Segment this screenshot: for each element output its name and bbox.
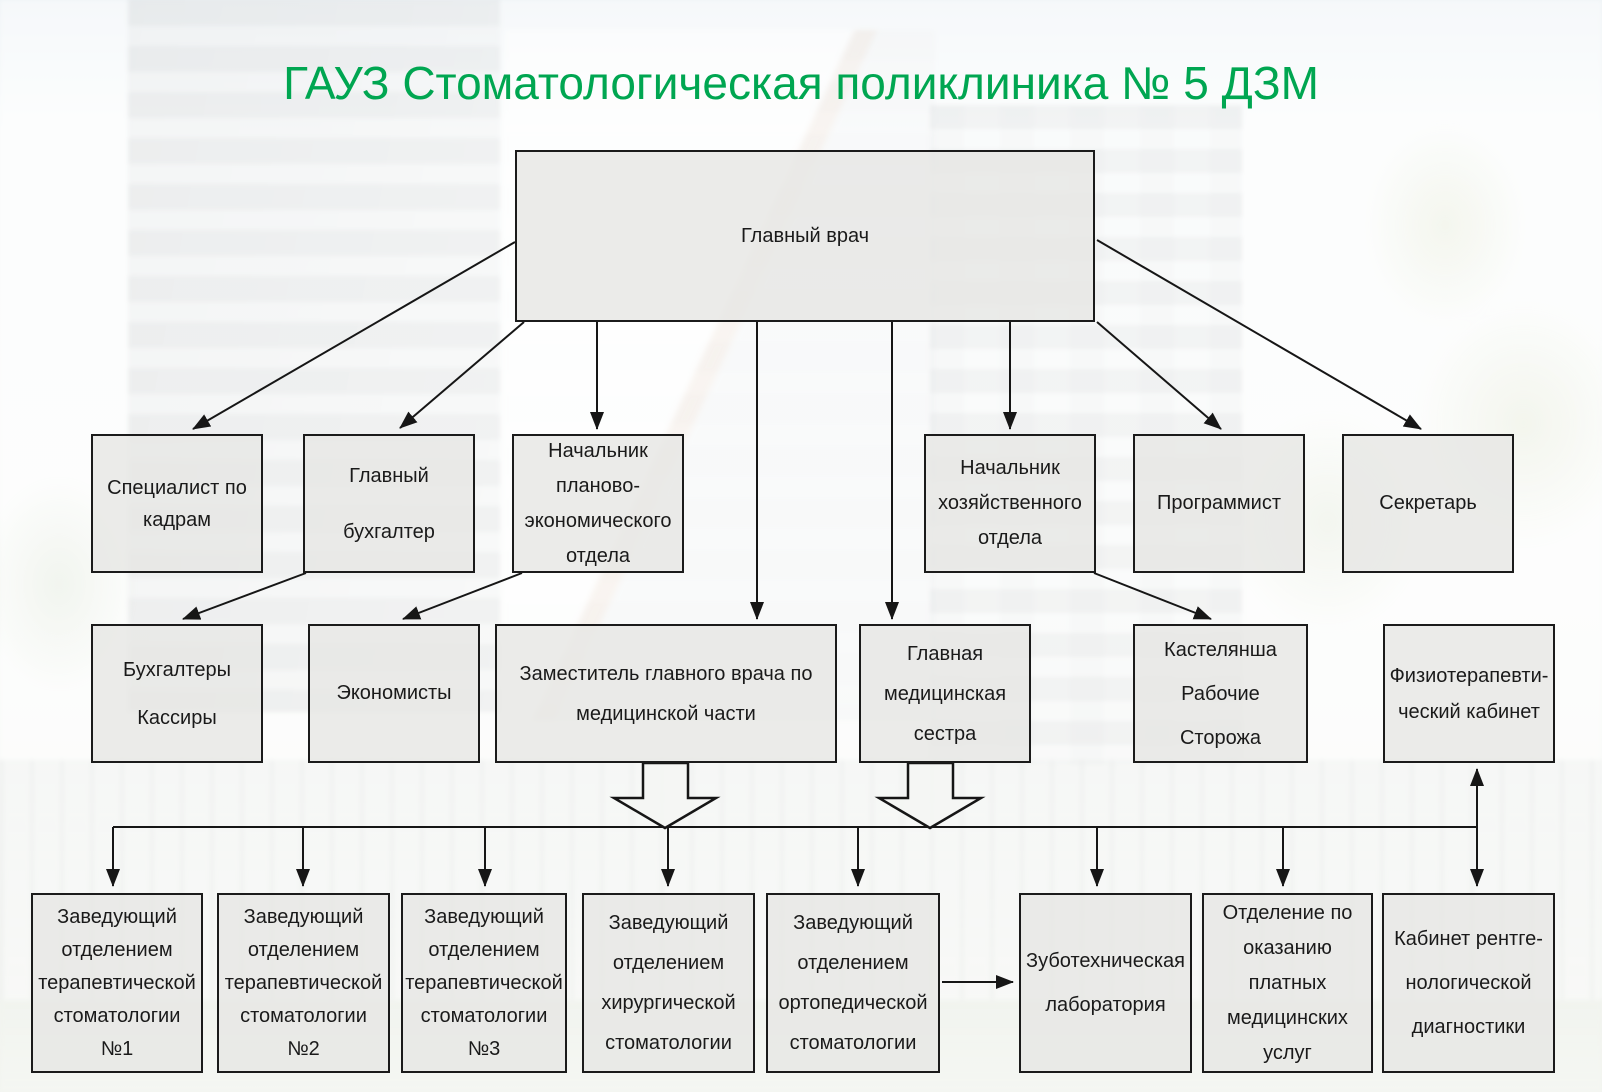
node-therapy-department-3: Заведующий отделением терапевтической ст… — [401, 893, 567, 1073]
node-deputy-chief-physician: Заместитель главного врача по медицинско… — [495, 624, 837, 763]
node-surgery-department: Заведующий отделением хирургической стом… — [582, 893, 755, 1073]
node-accountants-cashiers: Бухгалтеры Кассиры — [91, 624, 263, 763]
page-title: ГАУЗ Стоматологическая поликлиника № 5 Д… — [283, 57, 1319, 109]
node-household-department-head: Начальник хозяйственного отдела — [924, 434, 1096, 573]
node-planning-department-head: Начальник планово- экономического отдела — [512, 434, 684, 573]
node-therapy-department-1: Заведующий отделением терапевтической ст… — [31, 893, 203, 1073]
background-building-center — [505, 30, 935, 720]
background-trees-right — [1210, 60, 1602, 720]
node-programmer: Программист — [1133, 434, 1305, 573]
node-xray-diagnostics-room: Кабинет рентге- нологической диагностики — [1382, 893, 1555, 1073]
node-paid-services-department: Отделение по оказанию платных медицински… — [1202, 893, 1373, 1073]
node-chief-physician: Главный врач — [515, 150, 1095, 322]
node-therapy-department-2: Заведующий отделением терапевтической ст… — [217, 893, 390, 1073]
node-economists: Экономисты — [308, 624, 480, 763]
block-arrow-deputy — [609, 761, 721, 830]
node-head-nurse: Главная медицинская сестра — [859, 624, 1031, 763]
node-chief-accountant: Главный бухгалтер — [303, 434, 475, 573]
background-building-left — [128, 0, 500, 712]
node-hr-specialist: Специалист по кадрам — [91, 434, 263, 573]
node-dental-laboratory: Зуботехническая лаборатория — [1019, 893, 1192, 1073]
node-castellan-workers-guards: Кастелянша Рабочие Сторожа — [1133, 624, 1308, 763]
node-physiotherapy-room: Физиотерапевти- ческий кабинет — [1383, 624, 1555, 763]
node-orthopedic-department: Заведующий отделением ортопедической сто… — [766, 893, 940, 1073]
node-secretary: Секретарь — [1342, 434, 1514, 573]
block-arrow-head-nurse — [874, 761, 986, 830]
